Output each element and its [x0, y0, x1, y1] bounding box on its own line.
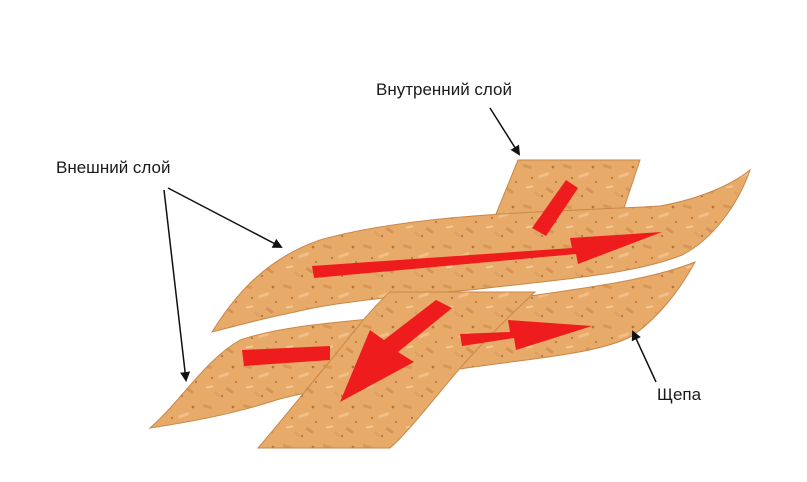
outer-layer-board-upper [210, 168, 752, 333]
inner-layer-pointer [489, 107, 521, 156]
chip-label: Щепа [657, 385, 702, 404]
outer-layer-label: Внешний слой [56, 158, 171, 177]
outer-layer-pointer-upper [167, 187, 283, 248]
chip-pointer [631, 330, 657, 383]
inner-layer-arrow-upper [532, 180, 578, 236]
outer-layer-pointer-lower [163, 189, 191, 382]
red-arrow-icon [242, 180, 662, 402]
inner-layer-arrow-lower [340, 300, 452, 402]
outer-layer-arrow-lower-left [242, 346, 330, 366]
callout-pointers [163, 107, 657, 383]
outer-layer-arrow-upper [312, 232, 662, 278]
outer-layer-arrow-lower-right [460, 320, 592, 350]
inner-layer-label: Внутренний слой [376, 80, 512, 99]
